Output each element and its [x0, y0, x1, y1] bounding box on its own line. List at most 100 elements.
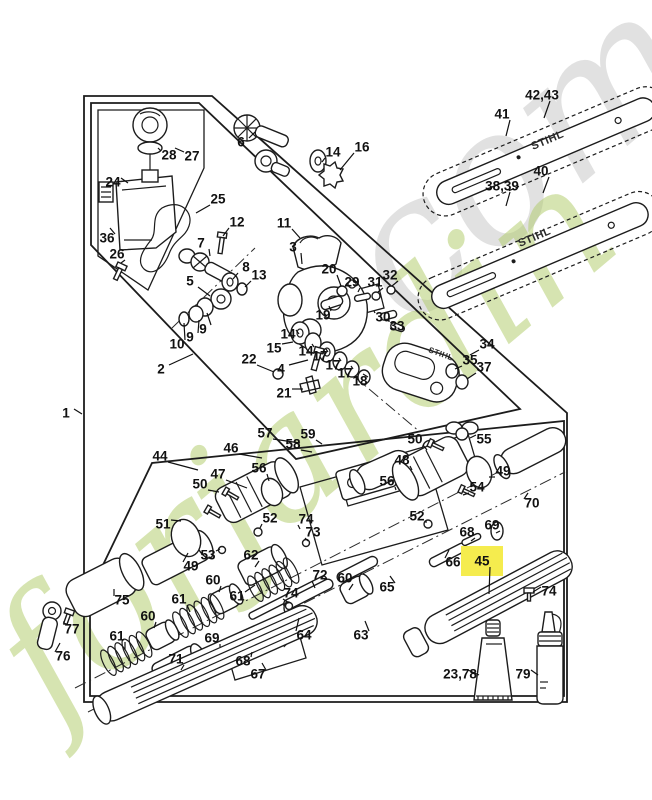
part-label-18[interactable]: 18 — [352, 374, 368, 389]
part-label-63[interactable]: 63 — [353, 628, 369, 643]
part-label-61[interactable]: 61 — [109, 629, 125, 644]
part-label-61[interactable]: 61 — [229, 589, 245, 604]
part-label-62[interactable]: 62 — [243, 548, 258, 563]
part-label-41[interactable]: 41 — [494, 107, 510, 122]
part-label-53[interactable]: 53 — [200, 548, 216, 563]
part-label-34[interactable]: 34 — [479, 337, 495, 352]
part-label-31[interactable]: 31 — [367, 275, 383, 290]
label-leader-line — [409, 465, 413, 471]
end-cap-75 — [65, 552, 145, 618]
part-label-66[interactable]: 66 — [445, 555, 461, 570]
part-label-74[interactable]: 74 — [541, 584, 557, 599]
part-label-20[interactable]: 20 — [321, 262, 336, 277]
part-label-28[interactable]: 28 — [161, 148, 177, 163]
part-label-74[interactable]: 74 — [298, 512, 314, 527]
star-sprocket — [317, 160, 345, 190]
part-label-13[interactable]: 13 — [251, 268, 267, 283]
label-leader-line — [505, 191, 511, 207]
part-label-69[interactable]: 69 — [204, 631, 219, 646]
selected-part-highlight[interactable] — [461, 546, 503, 576]
part-label-12[interactable]: 12 — [229, 215, 244, 230]
part-label-21[interactable]: 21 — [276, 386, 292, 401]
part-label-51[interactable]: 51 — [155, 517, 171, 532]
part-label-56[interactable]: 56 — [379, 474, 395, 489]
part-label-45[interactable]: 45 — [474, 554, 490, 569]
part-label-46[interactable]: 46 — [223, 441, 239, 456]
part-label-50[interactable]: 50 — [192, 477, 207, 492]
part-label-49[interactable]: 49 — [495, 464, 510, 479]
part-label-25[interactable]: 25 — [210, 192, 226, 207]
part-label-40[interactable]: 40 — [533, 164, 548, 179]
part-label-15[interactable]: 15 — [266, 341, 282, 356]
part-label-38-39[interactable]: 38,39 — [485, 179, 519, 194]
part-label-30[interactable]: 30 — [375, 310, 390, 325]
part-label-32[interactable]: 32 — [382, 268, 397, 283]
part-label-48[interactable]: 48 — [394, 453, 410, 468]
part-label-76[interactable]: 76 — [55, 649, 71, 664]
part-label-74[interactable]: 74 — [283, 586, 299, 601]
part-label-8[interactable]: 8 — [242, 260, 250, 275]
part-label-69[interactable]: 69 — [484, 518, 499, 533]
part-label-56[interactable]: 56 — [251, 461, 267, 476]
part-label-49[interactable]: 49 — [183, 559, 198, 574]
part-label-60[interactable]: 60 — [337, 571, 352, 586]
part-label-26[interactable]: 26 — [109, 247, 125, 262]
part-label-55[interactable]: 55 — [476, 432, 492, 447]
part-label-3[interactable]: 3 — [289, 240, 297, 255]
label-leader-line — [195, 204, 211, 214]
part-label-60[interactable]: 60 — [140, 609, 155, 624]
part-label-65[interactable]: 65 — [379, 580, 395, 595]
part-label-35[interactable]: 35 — [462, 353, 478, 368]
tank-cap — [132, 107, 168, 143]
part-label-36[interactable]: 36 — [99, 231, 115, 246]
part-label-67[interactable]: 67 — [250, 667, 265, 682]
part-label-52[interactable]: 52 — [262, 511, 277, 526]
part-label-71[interactable]: 71 — [168, 652, 184, 667]
part-label-33[interactable]: 33 — [389, 319, 405, 334]
part-label-22[interactable]: 22 — [241, 352, 256, 367]
part-label-72[interactable]: 72 — [312, 568, 327, 583]
part-label-57[interactable]: 57 — [257, 426, 272, 441]
part-label-68[interactable]: 68 — [459, 525, 475, 540]
part-label-44[interactable]: 44 — [152, 449, 168, 464]
part-label-10[interactable]: 10 — [169, 337, 184, 352]
part-label-11[interactable]: 11 — [277, 216, 292, 231]
part-label-14[interactable]: 14 — [298, 344, 314, 359]
part-label-9[interactable]: 9 — [199, 322, 207, 337]
part-label-16[interactable]: 16 — [354, 140, 370, 155]
part-label-60[interactable]: 60 — [205, 573, 220, 588]
part-label-2[interactable]: 2 — [157, 362, 165, 377]
part-label-64[interactable]: 64 — [296, 628, 312, 643]
part-label-77[interactable]: 77 — [64, 622, 79, 637]
part-label-61[interactable]: 61 — [171, 592, 187, 607]
part-label-68[interactable]: 68 — [235, 654, 251, 669]
part-label-75[interactable]: 75 — [114, 593, 130, 608]
part-label-73[interactable]: 73 — [305, 525, 321, 540]
part-label-4[interactable]: 4 — [277, 362, 285, 377]
part-label-59[interactable]: 59 — [300, 427, 315, 442]
part-label-42-43[interactable]: 42,43 — [525, 88, 559, 103]
part-label-52[interactable]: 52 — [409, 509, 424, 524]
part-label-17[interactable]: 17 — [312, 349, 327, 364]
part-label-17[interactable]: 17 — [337, 366, 352, 381]
part-label-27[interactable]: 27 — [184, 149, 199, 164]
part-label-14[interactable]: 14 — [325, 145, 341, 160]
part-label-19[interactable]: 19 — [315, 308, 330, 323]
part-label-14[interactable]: 14 — [280, 327, 296, 342]
part-label-1[interactable]: 1 — [62, 406, 70, 421]
part-label-47[interactable]: 47 — [210, 467, 225, 482]
part-label-7[interactable]: 7 — [197, 236, 205, 251]
part-label-58[interactable]: 58 — [285, 437, 301, 452]
part-label-6[interactable]: 6 — [237, 135, 245, 150]
part-label-54[interactable]: 54 — [469, 480, 485, 495]
part-label-29[interactable]: 29 — [344, 275, 359, 290]
part-label-79[interactable]: 79 — [515, 667, 530, 682]
part-label-5[interactable]: 5 — [186, 274, 194, 289]
part-label-70[interactable]: 70 — [524, 496, 539, 511]
part-label-24[interactable]: 24 — [105, 175, 121, 190]
part-label-50[interactable]: 50 — [407, 432, 422, 447]
part-label-23-78[interactable]: 23,78 — [443, 667, 477, 682]
part-label-17[interactable]: 17 — [325, 358, 340, 373]
part-label-9[interactable]: 9 — [186, 330, 194, 345]
part-label-37[interactable]: 37 — [476, 360, 491, 375]
